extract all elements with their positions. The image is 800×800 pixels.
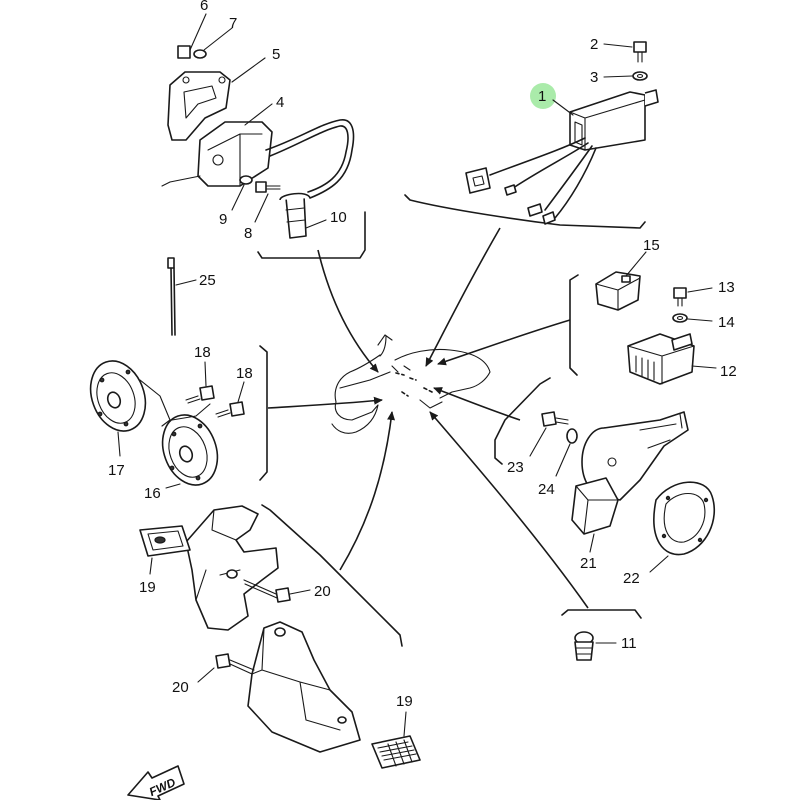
callout-23[interactable]: 23 [507,459,524,476]
callout-4[interactable]: 4 [276,94,284,111]
gasket-22[interactable] [653,481,716,556]
callout-15[interactable]: 15 [643,237,660,254]
callout-20b[interactable]: 20 [172,679,189,696]
screw-20a[interactable] [243,579,291,603]
callout-17[interactable]: 17 [108,462,125,479]
leader-arrows [267,227,589,609]
relay-15[interactable] [595,271,641,311]
cable-tie-25[interactable] [167,257,176,336]
bolt-18a[interactable] [185,385,215,404]
callout-8[interactable]: 8 [244,225,252,242]
callout-22[interactable]: 22 [623,570,640,587]
horn-17[interactable] [81,353,171,438]
callout-19b[interactable]: 19 [396,693,413,710]
group-brackets [257,194,646,647]
bolt-18b[interactable] [215,401,245,418]
callout-14[interactable]: 14 [718,314,735,331]
callout-11[interactable]: 11 [621,635,637,652]
screw-20b[interactable] [215,653,255,675]
cover-lower[interactable] [247,621,361,753]
switch-11[interactable] [574,631,594,661]
callout-20a[interactable]: 20 [314,583,331,600]
emblem-19a[interactable] [139,525,191,557]
callout-2[interactable]: 2 [590,36,598,53]
forward-arrow-icon: FWD [127,765,185,800]
callout-21[interactable]: 21 [580,555,597,572]
bolt-23[interactable] [541,411,569,427]
callout-18a[interactable]: 18 [194,344,211,361]
callout-19a[interactable]: 19 [139,579,156,596]
callout-24[interactable]: 24 [538,481,555,498]
callout-10[interactable]: 10 [330,209,347,226]
cover-upper[interactable] [185,505,279,631]
cdi-unit[interactable] [465,89,659,225]
callout-13[interactable]: 13 [718,279,735,296]
callout-1[interactable]: 1 [538,88,546,105]
callout-18b[interactable]: 18 [236,365,253,382]
emblem-19b[interactable] [371,735,421,769]
highlight-marker [530,83,556,109]
headlight-bracket-21[interactable] [571,411,689,535]
washer-14[interactable] [672,313,688,323]
callout-16[interactable]: 16 [144,485,161,502]
callout-25[interactable]: 25 [199,272,216,289]
bolt-8[interactable] [255,181,281,193]
washer-24[interactable] [566,428,578,444]
callout-9[interactable]: 9 [219,211,227,228]
ignition-coil-4[interactable] [161,119,355,199]
bolt-6[interactable] [177,45,191,59]
regulator-12[interactable] [627,333,695,385]
callout-6[interactable]: 6 [200,0,208,14]
frame-outline [331,334,491,434]
washer-3[interactable] [632,71,648,81]
coil-bracket-5[interactable] [167,71,231,141]
callout-3[interactable]: 3 [590,69,598,86]
screw-2[interactable] [633,41,647,63]
washer-7[interactable] [193,49,207,59]
washer-9[interactable] [239,175,253,185]
callout-7[interactable]: 7 [229,15,237,32]
plug-cap-10[interactable] [279,192,311,239]
horn-16[interactable] [153,403,226,493]
callout-12[interactable]: 12 [720,363,737,380]
bolt-13[interactable] [673,287,687,307]
callout-5[interactable]: 5 [272,46,280,63]
